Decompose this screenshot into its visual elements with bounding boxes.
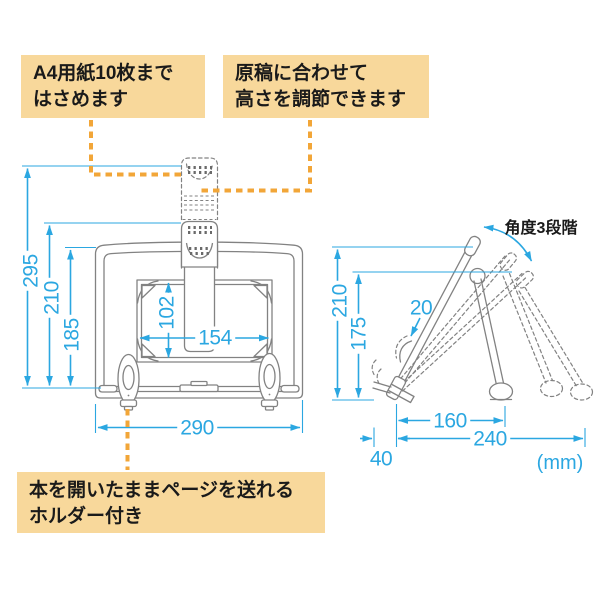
front-dim-clip-height: 210	[40, 278, 64, 318]
leader-height-callout	[199, 120, 312, 193]
front-view-drawing	[94, 157, 304, 411]
angle-steps-label: 角度3段階	[504, 220, 578, 237]
front-dim-board-height: 185	[60, 315, 84, 355]
callout-clip-capacity: A4用紙10枚まで はさめます	[21, 55, 205, 118]
side-dim-overall-depth: 240	[470, 427, 510, 451]
side-dim-back-offset: 40	[369, 447, 393, 471]
front-dim-window-width: 154	[195, 326, 235, 350]
callout-height-adjust: 原稿に合わせて 高さを調節できます	[223, 55, 429, 118]
callout-height-line2: 高さを調節できます	[235, 89, 407, 110]
side-dim-base-depth: 160	[430, 409, 470, 433]
callout-holder-line2: ホルダー付き	[29, 506, 144, 527]
side-dim-ledge-depth: 20	[409, 296, 433, 320]
callout-clip-line2: はさめます	[33, 89, 129, 110]
side-view-drawing	[371, 235, 594, 404]
callout-height-line1: 原稿に合わせて	[235, 63, 369, 84]
front-dim-overall-height: 295	[19, 251, 43, 291]
front-dim-overall-width: 290	[177, 416, 217, 440]
callout-holder-line1: 本を開いたままページを送れる	[29, 480, 295, 501]
callout-page-holder: 本を開いたままページを送れる ホルダー付き	[17, 472, 325, 533]
front-dim-window-height: 102	[155, 293, 179, 333]
callout-clip-line1: A4用紙10枚まで	[33, 63, 174, 84]
unit-label: (mm)	[536, 452, 584, 474]
callout-leader-lines	[89, 120, 312, 470]
side-dim-board-height: 175	[347, 314, 371, 354]
